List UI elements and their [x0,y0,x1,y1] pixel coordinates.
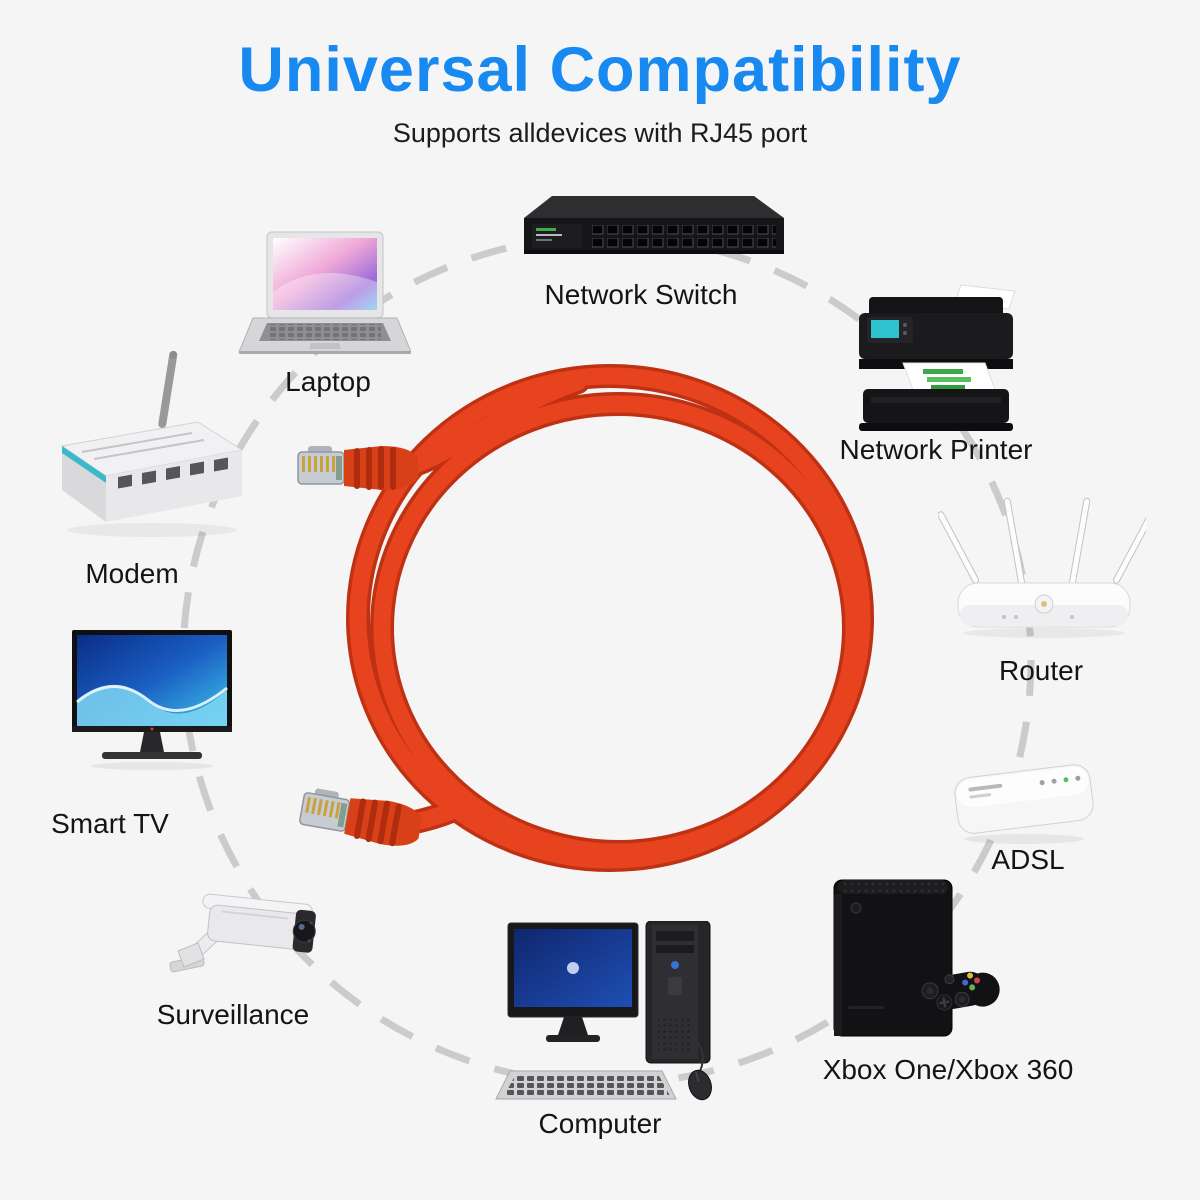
computer-label: Computer [538,1108,662,1139]
modem-illustration [60,350,244,537]
network-printer-label: Network Printer [839,434,1033,465]
network-switch-illustration [524,196,784,254]
page-title: Universal Compatibility [238,35,962,105]
network-printer-illustration [859,284,1016,431]
modem-device [46,346,250,542]
smart-tv-device [68,626,240,810]
adsl-label: ADSL [991,844,1065,875]
laptop-device [233,230,411,372]
computer-illustration [495,921,712,1101]
router-device [938,485,1146,643]
ethernet-cable-illustration [297,364,874,872]
network-switch-device [518,190,790,268]
adsl-illustration [954,764,1094,844]
rj45-connector-top [297,446,418,490]
page-subtitle: Supports alldevices with RJ45 port [392,118,808,148]
modem-label: Modem [85,558,179,589]
network-switch-label: Network Switch [544,279,738,310]
network-printer-device [843,281,1029,439]
surveillance-illustration [169,893,316,973]
router-label: Router [998,655,1084,686]
ethernet-cable-product [288,360,892,900]
xbox-illustration [833,879,1000,1037]
rj45-connector-bottom [299,788,422,847]
xbox-label: Xbox One/Xbox 360 [822,1054,1074,1085]
xbox-device [814,874,1018,1056]
surveillance-device [164,881,324,1005]
adsl-device [944,749,1104,849]
surveillance-label: Surveillance [156,999,310,1030]
smart-tv-illustration [72,630,232,770]
router-illustration [938,497,1146,638]
laptop-illustration [238,231,411,354]
smart-tv-label: Smart TV [51,808,169,839]
computer-device [476,921,742,1109]
laptop-label: Laptop [285,366,371,397]
